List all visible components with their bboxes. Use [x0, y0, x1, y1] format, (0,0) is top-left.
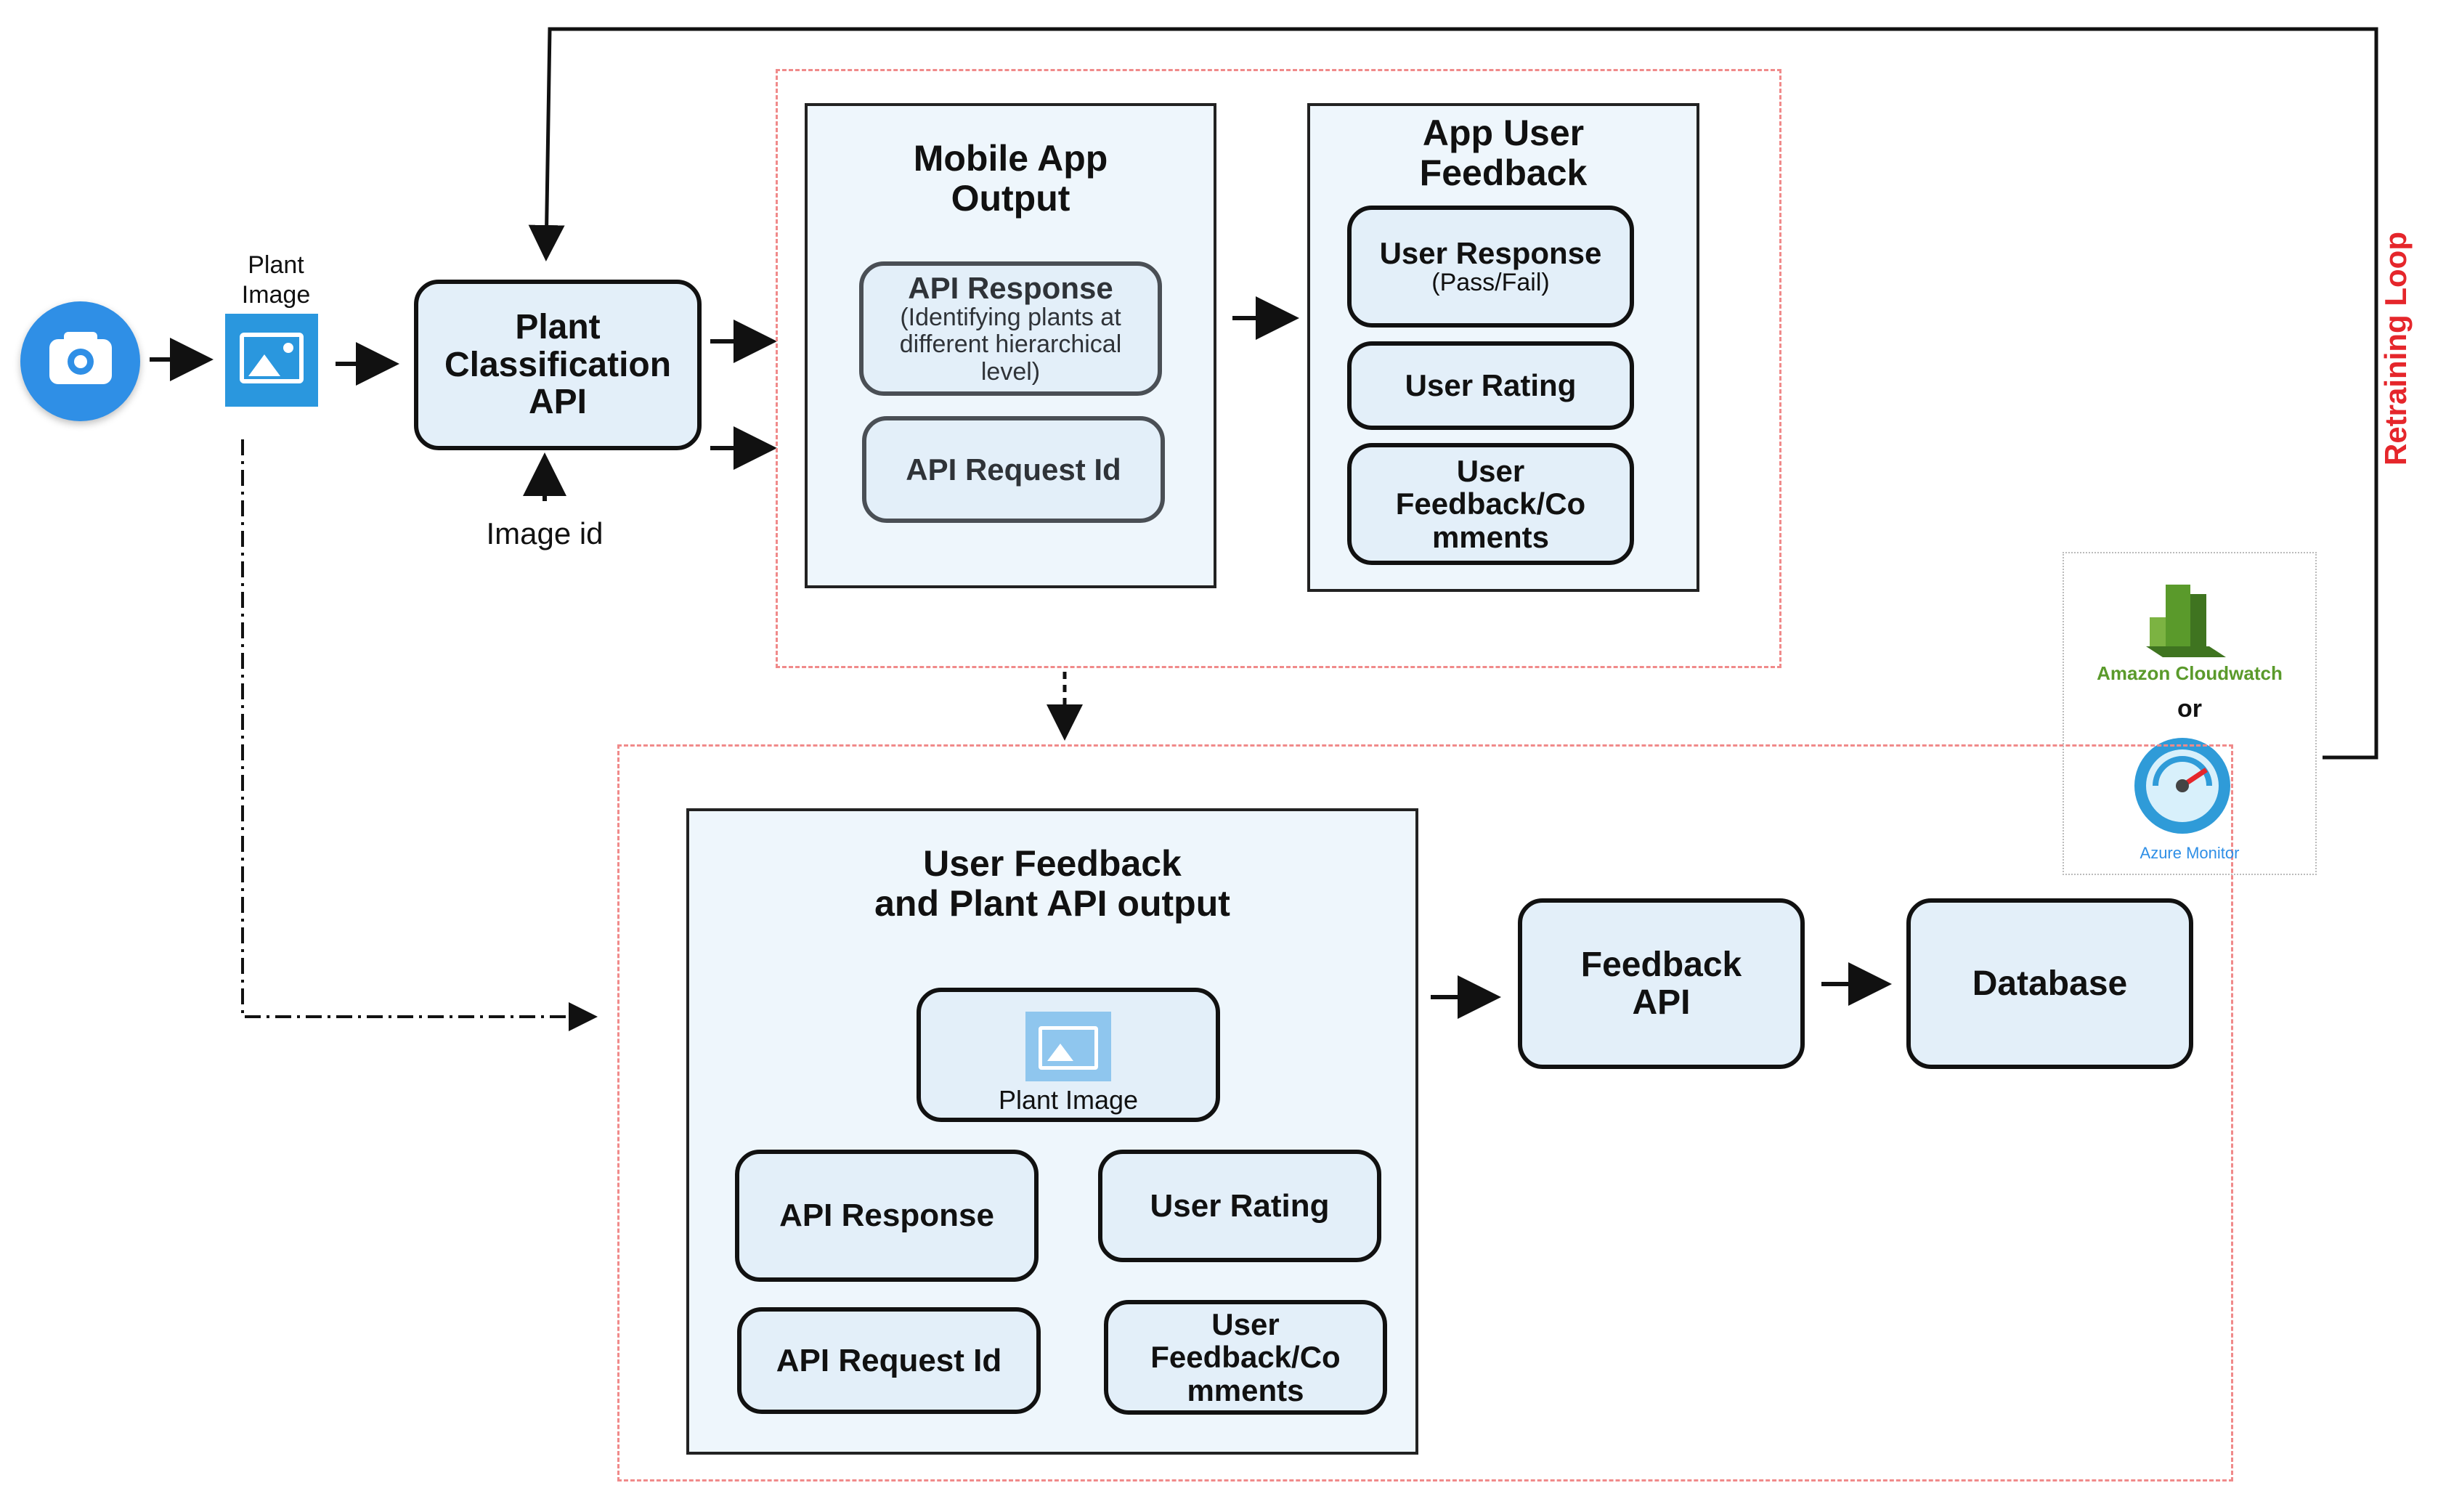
- combined-api-request-id-label: API Request Id: [776, 1342, 1002, 1378]
- plant-classification-api-label: Plant Classification API: [444, 307, 672, 422]
- azure-monitor-icon: [2134, 738, 2230, 834]
- combined-user-rating-node[interactable]: User Rating: [1098, 1150, 1381, 1262]
- cloudwatch-label: Amazon Cloudwatch: [2097, 662, 2283, 684]
- api-response-node[interactable]: API Response (Identifying plants at diff…: [859, 261, 1162, 396]
- mobile-output-region: [776, 69, 1781, 668]
- combined-plant-image-node[interactable]: Plant Image: [917, 988, 1220, 1122]
- database-label: Database: [1972, 964, 2128, 1003]
- monitoring-box: Amazon Cloudwatch or Azure Monitor: [2063, 552, 2317, 875]
- retraining-loop-label: Retraining Loop: [2378, 232, 2413, 466]
- mobile-app-output-title: Mobile App Output: [913, 138, 1108, 219]
- image-icon: [225, 314, 318, 407]
- cloudwatch-icon: [2146, 585, 2226, 657]
- user-comments-label: User Feedback/Co mments: [1395, 453, 1586, 554]
- or-label: or: [2177, 695, 2202, 723]
- combined-output-title: User Feedback and Plant API output: [874, 843, 1230, 924]
- api-response-note: (Identifying plants at different hierarc…: [899, 304, 1122, 386]
- plant-image-label: Plant Image: [241, 251, 311, 309]
- api-request-id-node[interactable]: API Request Id: [862, 416, 1165, 523]
- user-rating-label: User Rating: [1405, 368, 1577, 403]
- image-id-label: Image id: [486, 516, 604, 550]
- combined-api-request-id-node[interactable]: API Request Id: [737, 1307, 1041, 1414]
- user-response-title: User Response: [1379, 235, 1602, 270]
- api-request-id-label: API Request Id: [906, 452, 1121, 487]
- combined-user-comments-label: User Feedback/Co mments: [1150, 1306, 1341, 1407]
- user-rating-node[interactable]: User Rating: [1347, 341, 1634, 430]
- combined-api-response-node[interactable]: API Response: [735, 1150, 1039, 1282]
- plant-classification-api[interactable]: Plant Classification API: [414, 280, 702, 450]
- api-response-title: API Response: [908, 270, 1113, 305]
- database-node[interactable]: Database: [1906, 898, 2193, 1069]
- combined-image-icon: [1025, 1012, 1111, 1082]
- combined-plant-image-label: Plant Image: [998, 1085, 1139, 1115]
- feedback-storage-region: [617, 744, 2233, 1481]
- dashdot-image-to-combined: [241, 439, 598, 1031]
- azure-monitor-label: Azure Monitor: [2140, 844, 2240, 862]
- retraining-loop-line: [528, 27, 2378, 760]
- combined-api-response-label: API Response: [779, 1198, 994, 1234]
- user-response-node[interactable]: User Response (Pass/Fail): [1347, 206, 1634, 328]
- camera-icon[interactable]: [20, 301, 140, 421]
- app-user-feedback-title: App User Feedback: [1419, 113, 1588, 193]
- combined-user-comments-node[interactable]: User Feedback/Co mments: [1104, 1300, 1387, 1415]
- user-comments-node[interactable]: User Feedback/Co mments: [1347, 443, 1634, 565]
- user-response-note: (Pass/Fail): [1431, 268, 1550, 296]
- feedback-api-label: Feedback API: [1580, 945, 1742, 1022]
- combined-user-rating-label: User Rating: [1150, 1187, 1330, 1224]
- feedback-api-node[interactable]: Feedback API: [1518, 898, 1805, 1069]
